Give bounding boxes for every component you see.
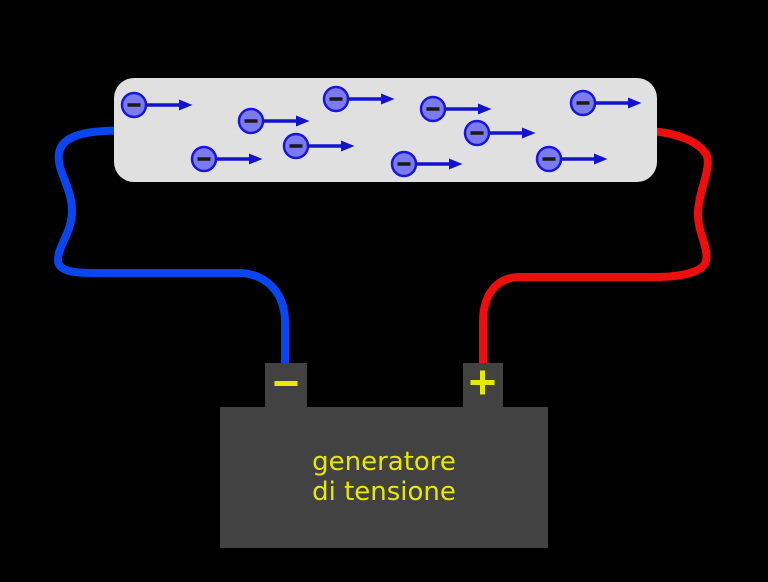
electron-minus-icon — [470, 131, 484, 135]
drift-arrowhead — [449, 158, 463, 170]
electron-minus-icon — [397, 162, 411, 166]
drift-arrowhead — [249, 153, 263, 165]
electron-minus-icon — [197, 157, 211, 161]
voltage-generator: generatore di tensione — [220, 363, 548, 548]
electron — [463, 119, 536, 147]
electron-minus-icon — [426, 107, 440, 111]
drift-arrowhead — [341, 140, 355, 152]
electron — [120, 91, 193, 119]
electron — [190, 145, 263, 173]
plus-icon — [470, 370, 495, 395]
drift-arrowhead — [381, 93, 395, 105]
electron-minus-icon — [576, 101, 590, 105]
electrons-group — [120, 85, 642, 178]
electron-minus-icon — [542, 157, 556, 161]
minus-icon — [274, 381, 298, 386]
drift-arrowhead — [594, 153, 608, 165]
drift-arrowhead — [628, 97, 642, 109]
electron — [535, 145, 608, 173]
electron — [282, 132, 355, 160]
drift-arrowhead — [478, 103, 492, 115]
generator-label-line2: di tensione — [312, 477, 456, 507]
electron — [569, 89, 642, 117]
electron — [390, 150, 463, 178]
wire-positive — [479, 127, 712, 372]
drift-arrowhead — [179, 99, 193, 111]
electron-minus-icon — [244, 119, 258, 123]
electron — [237, 107, 310, 135]
generator-label-line1: generatore — [312, 447, 456, 477]
drift-arrowhead — [522, 127, 536, 139]
electron-minus-icon — [329, 97, 343, 101]
electron-minus-icon — [127, 103, 141, 107]
generator-body — [220, 407, 548, 548]
wire-negative — [54, 126, 289, 372]
electron — [419, 95, 492, 123]
electron-minus-icon — [289, 144, 303, 148]
electron — [322, 85, 395, 113]
drift-arrowhead — [296, 115, 310, 127]
